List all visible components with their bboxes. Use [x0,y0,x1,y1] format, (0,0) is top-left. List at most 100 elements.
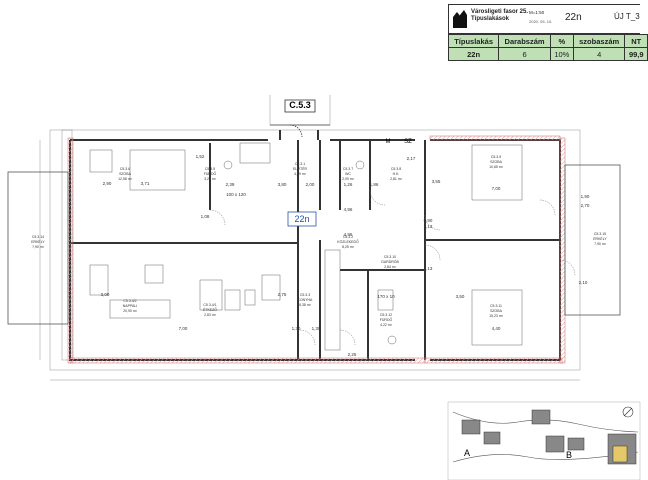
room-area: 2,84 m² [384,265,397,269]
dimension: 4,40 [492,326,501,331]
room-code: C5.3.1 [295,162,305,166]
header-cell: NT [624,34,648,48]
highlight-block [612,445,628,463]
stair-label: C.5.3 [289,100,311,110]
dimension: 170 x 10 [377,294,395,299]
header-cell: szobaszám [572,34,626,48]
stair-entrance [270,99,330,138]
room-code: C5.3.3 [300,293,310,297]
room-name: NAPPALI [123,304,138,308]
dimension: 7,00 [179,326,188,331]
dimension: 3,00 [101,292,110,297]
wardrobe-mark-m: M [386,139,391,145]
dimension: 3,55 [432,179,441,184]
room-name: GARDRÓB [381,259,399,264]
north-arrow-icon [622,406,634,418]
dimension: 2,17 [407,156,416,161]
room-code: C5.3.12 [380,313,392,317]
dimension: 2,70 [581,203,590,208]
room-name: KÖZLEKEDŐ [337,239,359,244]
room-area: 10,65 m² [489,165,504,169]
header-cell: Darabszám [498,34,551,48]
dimension: 2,13 [424,224,433,229]
dimension: 1,86 [370,182,379,187]
room-code: C5.3.9 [491,155,501,159]
room-code: C5.3.4/1 [203,303,216,307]
balcony-right [564,164,621,316]
site-label-b: B [566,450,572,460]
room-code: C5.3.8 [391,167,401,171]
room-name: ELŐTÉR [293,166,307,171]
table-header-row: Típuslakás Darabszám % szobaszám NT [447,34,648,48]
dimension: 1,52 [196,154,205,159]
dimension: 1,30 [292,326,301,331]
room-code: C5.3.15 [594,232,606,236]
dimension-labels: 3,71 2,90 1,52 2,39 1,08 3,80 2,00 1,26 … [101,154,590,357]
date: 2020. 05. 10. [529,19,553,24]
room-name: SZOBA [490,309,503,313]
room-code: C5.3.5 [205,167,215,171]
apartment-tag: 22n [294,214,309,224]
room-code: C5.3.6 [120,167,130,171]
room-code: C5.3.4/2 [123,299,136,303]
room-area: 5,38 m² [299,303,312,307]
table-cell: 6 [498,47,551,61]
dimension: 3,71 [141,181,150,186]
address-line1: Városligeti fasor 25. [471,9,529,15]
room-area: 7,90 m² [594,242,607,246]
address-line2: Típuslakások [471,16,510,22]
room-code: C5.3.14 [32,235,44,239]
room-area: 4,49 m² [294,172,307,176]
room-name: SZOBA [490,160,503,164]
room-area: 8,25 m² [342,245,355,249]
site-key-plan: A B [447,401,641,480]
facade-wall-top [429,135,561,141]
room-code: C5.3.10 [384,255,396,259]
room-code: C5.3.2 [343,235,353,239]
room-code: C5.3.11 [490,304,502,308]
header-cell: % [549,34,574,48]
room-name: SZOBA [119,172,132,176]
door-swings [209,189,576,346]
dimension: 3,50 [456,294,465,299]
room-name: WC [345,172,351,176]
dimension: 2,39 [226,182,235,187]
dimension: 2,00 [306,182,315,187]
facade-wall-right [559,137,566,364]
floor-plan: C.5.3 22n M SZ C5.3.1 ELŐTÉR [7,95,621,381]
dimension: 1,26 [344,182,353,187]
room-labels: C5.3.1 ELŐTÉR 4,49 m² C5.3.2 KÖZLEKEDŐ 8… [31,155,607,327]
dimension: 1,30 [312,326,321,331]
room-name: FÜRDŐ [380,317,393,322]
table-cell: 4 [572,47,626,61]
dimension: 1,90 [581,194,590,199]
balcony-left [7,171,69,325]
unit-code: 22n [565,12,582,23]
dimension: 2,90 [103,181,112,186]
room-area: 3,23 m² [204,177,217,181]
table-cell: 10% [549,47,574,61]
room-name: ERKÉLY [31,239,45,244]
facade-wall-bottom-right [424,357,563,364]
address: Városligeti fasor 25. Típuslakások [471,9,528,23]
site-label-a: A [464,448,470,458]
room-area: 7,90 m² [32,245,45,249]
wardrobe-mark-sz: SZ [404,139,412,145]
dimension: 4,96 [344,232,353,237]
furniture [89,142,523,351]
apartment-tag-box [287,211,317,227]
room-area: 12,58 m² [118,177,133,181]
facade-wall-left [67,137,74,364]
unit-summary-table: Típuslakás Darabszám % szobaszám NT 22n … [447,34,648,61]
room-name: ERKÉLY [593,236,607,241]
table-cell: 99,9 [624,47,648,61]
room-code: C5.3.7 [343,167,353,171]
room-name: FÜRDŐ [204,171,217,176]
room-area: 4,22 m² [380,323,393,327]
building-logo-icon [453,10,467,28]
title-block: Városligeti fasor 25. Típuslakások M=1:5… [448,4,640,34]
scale: M=1:50 [529,10,545,15]
table-row: 22n 6 10% 4 99,9 [447,47,648,61]
dimension: 2,10 [579,280,588,285]
dimension: 100 x 120 [226,192,246,197]
